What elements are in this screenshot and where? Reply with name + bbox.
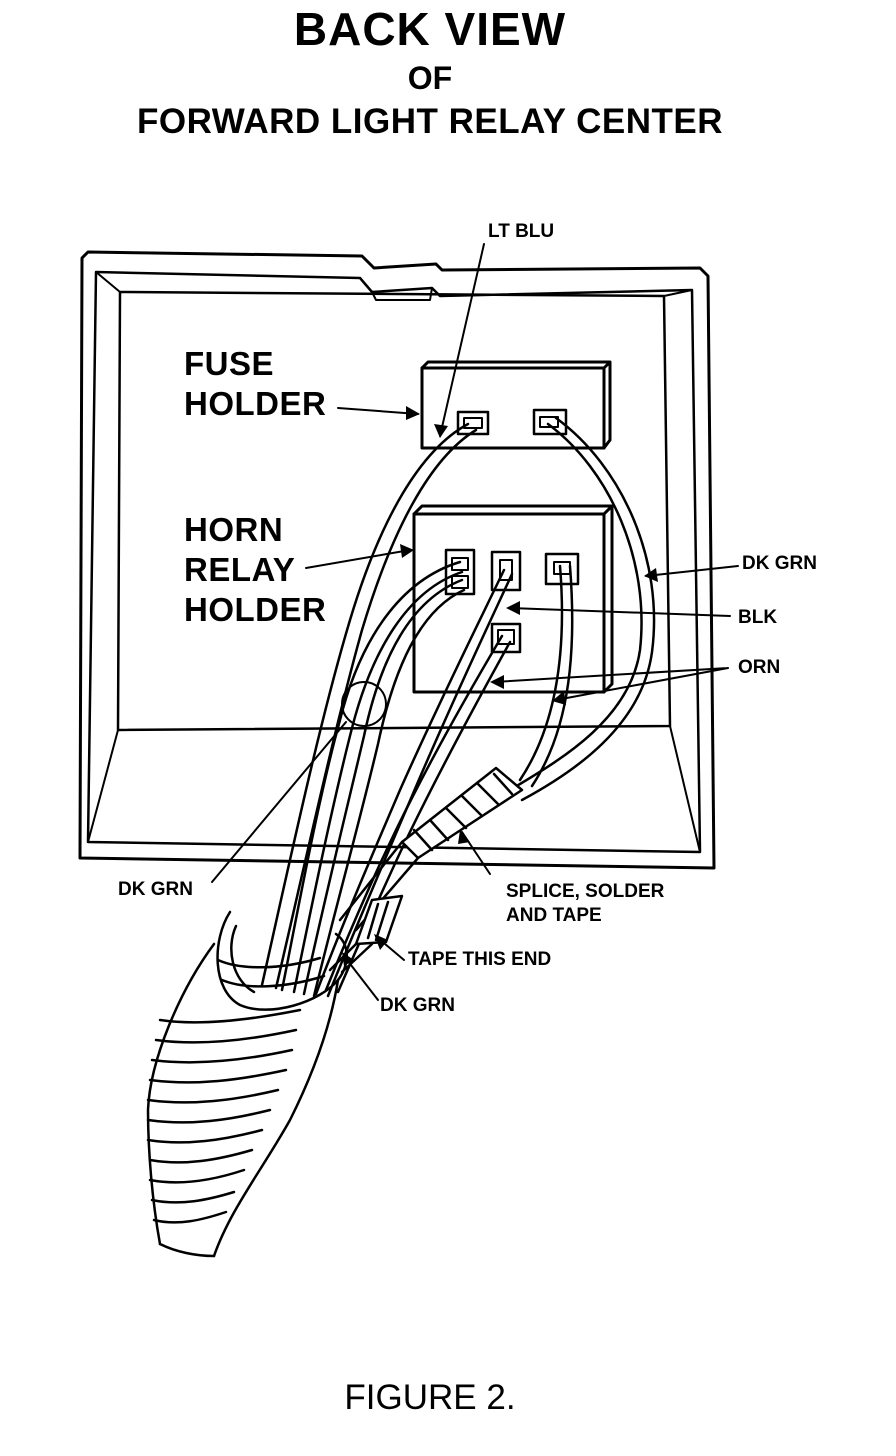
fuse-holder-label: FUSE HOLDER	[184, 344, 326, 424]
corrugated-conduit	[146, 910, 348, 1258]
dk-grn-bottom-label: DK GRN	[380, 995, 455, 1016]
title-of: OF	[407, 60, 453, 96]
dk-grn-left-label: DK GRN	[118, 879, 193, 900]
splice-label-line2: AND TAPE	[506, 905, 602, 926]
horn-relay-holder-block	[412, 504, 614, 694]
orn-label: ORN	[738, 657, 781, 678]
splice-label-line1: SPLICE, SOLDER	[506, 881, 665, 902]
blk-label: BLK	[738, 607, 778, 628]
tape-this-end-label: TAPE THIS END	[408, 949, 552, 970]
panel-outline	[78, 250, 716, 870]
horn-relay-holder-label: HORN RELAY HOLDER	[184, 510, 326, 630]
title-back-view: BACK VIEW	[293, 3, 567, 55]
figure-caption: FIGURE 2.	[344, 1378, 516, 1417]
fuse-holder-label-line2: HOLDER	[184, 385, 327, 422]
panel-inner-recess	[86, 270, 702, 854]
taped-splice	[338, 766, 524, 932]
horn-relay-holder-label-line3: HOLDER	[184, 591, 327, 628]
title-forward-light-relay-center: FORWARD LIGHT RELAY CENTER	[136, 102, 723, 141]
horn-relay-holder-label-line1: HORN	[184, 511, 284, 548]
fuse-holder-label-line1: FUSE	[184, 345, 275, 382]
splice-label: SPLICE, SOLDER AND TAPE	[506, 880, 664, 928]
callout-circle	[341, 681, 387, 727]
horn-relay-holder-label-line2: RELAY	[184, 551, 296, 588]
dk-grn-right-label: DK GRN	[742, 553, 817, 574]
lt-blu-label: LT BLU	[488, 221, 555, 242]
fuse-holder-block	[420, 360, 612, 450]
